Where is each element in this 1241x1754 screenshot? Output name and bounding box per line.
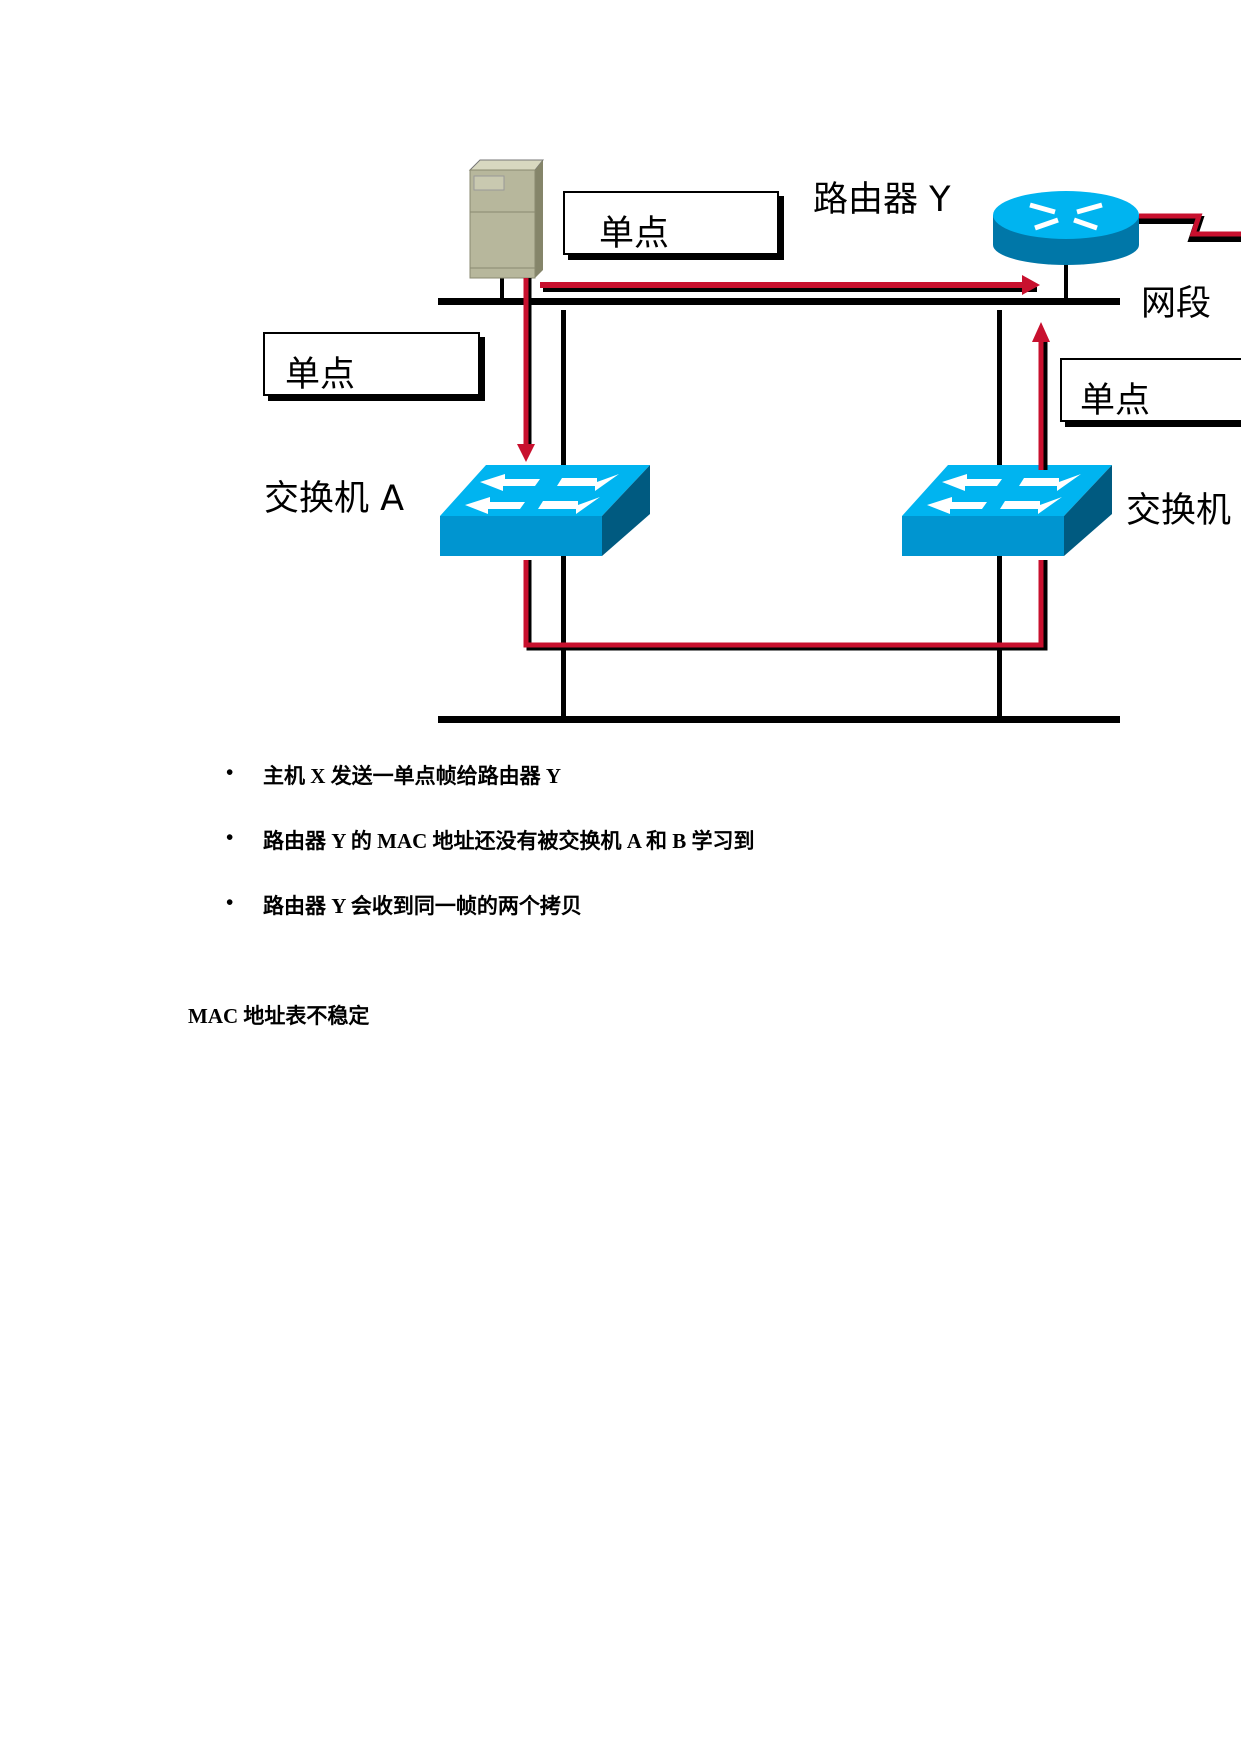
host-x-icon bbox=[468, 159, 545, 279]
switch-a-label: 交换机 A bbox=[264, 479, 405, 519]
router-label: 路由器 Y bbox=[813, 180, 951, 220]
frame-path-via-switches bbox=[517, 278, 1050, 651]
unicast-label-box-3: 单点 bbox=[1060, 358, 1241, 422]
unicast-label: 单点 bbox=[1080, 381, 1151, 421]
bullet-marker: • bbox=[226, 760, 234, 784]
section-heading: MAC 地址表不稳定 bbox=[188, 1004, 370, 1028]
bullet-item: 路由器 Y 的 MAC 地址还没有被交换机 A 和 B 学习到 bbox=[263, 829, 755, 853]
link-switch-b-bottom bbox=[997, 556, 1002, 718]
switch-b-icon bbox=[902, 465, 1112, 556]
bottom-bus bbox=[438, 716, 1120, 723]
frame-path-direct bbox=[540, 275, 1040, 295]
router-drop bbox=[1064, 258, 1068, 300]
unicast-label: 单点 bbox=[599, 214, 670, 254]
bullet-marker: • bbox=[226, 890, 234, 914]
unicast-label-box-2: 单点 bbox=[263, 332, 480, 396]
host-drop bbox=[500, 278, 504, 300]
unicast-label: 单点 bbox=[285, 355, 356, 395]
router-y-icon bbox=[993, 191, 1139, 265]
switch-a-icon bbox=[440, 465, 650, 556]
link-switch-b-top bbox=[997, 310, 1002, 470]
bullet-marker: • bbox=[226, 825, 234, 849]
link-switch-a-top bbox=[561, 310, 566, 470]
bullet-item: 主机 X 发送一单点帧给路由器 Y bbox=[263, 764, 562, 788]
link-switch-a-bottom bbox=[561, 556, 566, 718]
top-bus bbox=[438, 298, 1120, 305]
switch-b-label: 交换机 bbox=[1126, 491, 1232, 531]
segment-label: 网段 bbox=[1141, 284, 1212, 324]
unicast-label-box-1: 单点 bbox=[563, 191, 779, 255]
bullet-item: 路由器 Y 会收到同一帧的两个拷贝 bbox=[263, 894, 582, 918]
